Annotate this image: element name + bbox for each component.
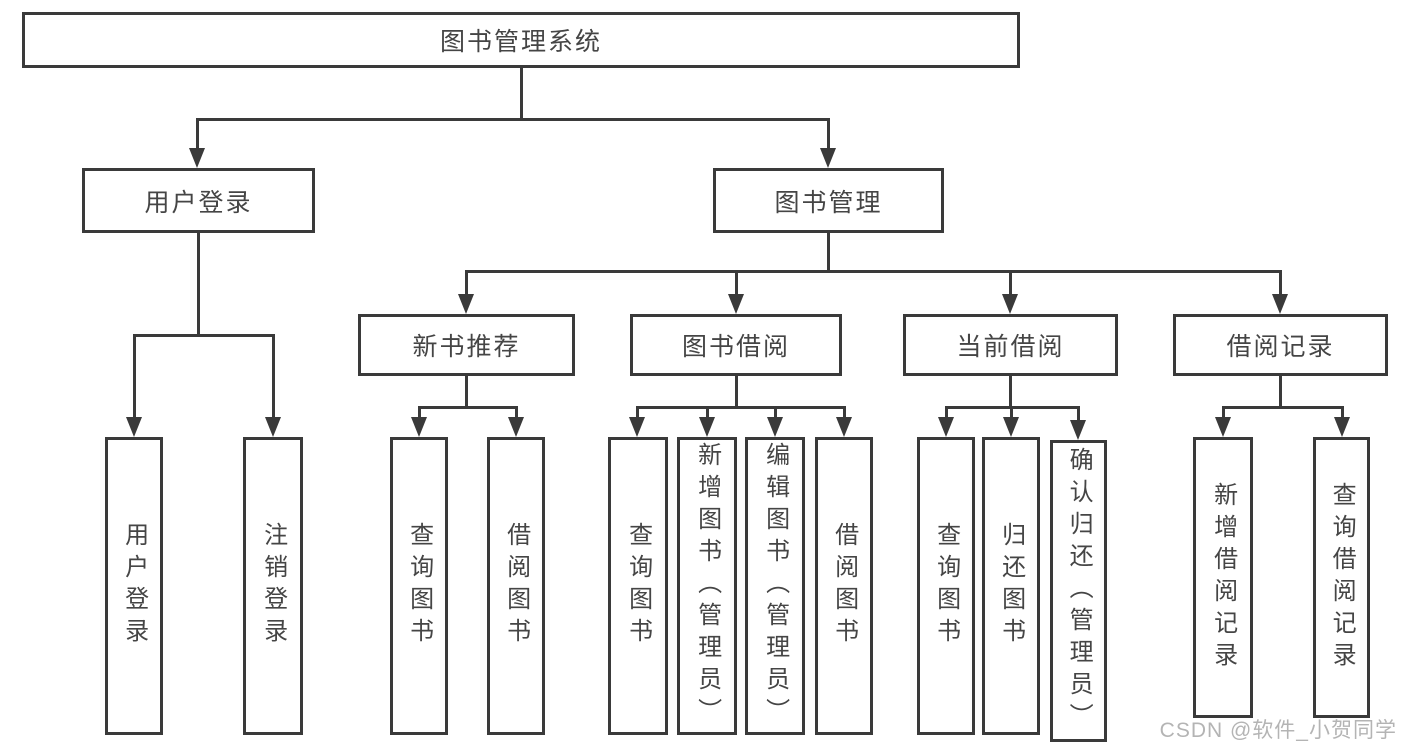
arrow-down-icon: [508, 417, 524, 437]
connector-line: [272, 334, 275, 421]
arrow-down-icon: [836, 417, 852, 437]
leaf-user-login: 用户登录: [105, 437, 163, 735]
node-label: 图书管理系统: [439, 28, 602, 56]
node-label: 新增图书（管理员）: [693, 442, 721, 730]
arrow-down-icon: [458, 294, 474, 314]
node-label: 借阅图书: [830, 522, 858, 650]
node-label: 查询图书: [932, 522, 960, 650]
node-label: 注销登录: [259, 522, 287, 650]
connector-line: [636, 406, 846, 409]
connector-line: [843, 406, 846, 421]
connector-line: [196, 118, 199, 152]
node-book-management: 图书管理: [713, 168, 944, 233]
connector-line: [1279, 270, 1282, 298]
leaf-query-books-borrow: 查询图书: [608, 437, 668, 735]
arrow-down-icon: [1070, 420, 1086, 440]
node-label: 确认归还（管理员）: [1065, 447, 1093, 735]
node-label: 归还图书: [997, 522, 1025, 650]
leaf-edit-books-admin: 编辑图书（管理员）: [745, 437, 805, 735]
arrow-down-icon: [629, 417, 645, 437]
arrow-down-icon: [1215, 417, 1231, 437]
arrow-down-icon: [189, 148, 205, 168]
connector-line: [735, 376, 738, 408]
leaf-query-books-current: 查询图书: [917, 437, 975, 735]
connector-line: [133, 334, 136, 421]
connector-line: [706, 406, 709, 421]
leaf-logout: 注销登录: [243, 437, 303, 735]
arrow-down-icon: [126, 417, 142, 437]
node-new-book-recommendation: 新书推荐: [358, 314, 575, 376]
connector-line: [1341, 406, 1344, 421]
arrow-down-icon: [1334, 417, 1350, 437]
node-label: 当前借阅: [956, 333, 1065, 361]
node-label: 图书管理: [774, 188, 883, 217]
connector-line: [735, 270, 738, 298]
leaf-return-books: 归还图书: [982, 437, 1040, 735]
arrow-down-icon: [265, 417, 281, 437]
node-label: 借阅记录: [1226, 333, 1335, 361]
node-library-management-system: 图书管理系统: [22, 12, 1020, 68]
connector-line: [945, 406, 948, 421]
connector-line: [1009, 270, 1012, 298]
arrow-down-icon: [1002, 294, 1018, 314]
leaf-query-borrow-record: 查询借阅记录: [1313, 437, 1370, 718]
arrow-down-icon: [820, 148, 836, 168]
connector-line: [1222, 406, 1344, 409]
node-label: 图书借阅: [681, 333, 790, 361]
node-current-borrowing: 当前借阅: [903, 314, 1118, 376]
arrow-down-icon: [938, 417, 954, 437]
connector-line: [827, 118, 830, 152]
node-label: 编辑图书（管理员）: [761, 442, 789, 730]
leaf-query-books-recommend: 查询图书: [390, 437, 448, 735]
connector-line: [1279, 376, 1282, 408]
arrow-down-icon: [699, 417, 715, 437]
arrow-down-icon: [767, 417, 783, 437]
leaf-borrow-books: 借阅图书: [815, 437, 873, 735]
leaf-borrow-books-recommend: 借阅图书: [487, 437, 545, 735]
connector-line: [774, 406, 777, 421]
connector-line: [418, 406, 518, 409]
connector-line: [465, 270, 468, 298]
connector-line: [520, 68, 523, 120]
node-user-login: 用户登录: [82, 168, 315, 233]
connector-line: [1010, 406, 1013, 421]
connector-line: [418, 406, 421, 421]
node-label: 查询图书: [405, 522, 433, 650]
connector-line: [196, 118, 830, 121]
leaf-add-borrow-record: 新增借阅记录: [1193, 437, 1253, 718]
connector-line: [1077, 406, 1080, 424]
node-borrowing-records: 借阅记录: [1173, 314, 1388, 376]
connector-line: [465, 270, 1282, 273]
leaf-add-books-admin: 新增图书（管理员）: [677, 437, 737, 735]
connector-line: [636, 406, 639, 421]
connector-line: [827, 233, 830, 272]
arrow-down-icon: [1003, 417, 1019, 437]
connector-line: [1222, 406, 1225, 421]
node-label: 查询借阅记录: [1328, 481, 1356, 674]
arrow-down-icon: [1272, 294, 1288, 314]
arrow-down-icon: [411, 417, 427, 437]
leaf-confirm-return-admin: 确认归还（管理员）: [1050, 440, 1107, 742]
connector-line: [1009, 376, 1012, 408]
node-label: 新书推荐: [412, 333, 521, 361]
node-label: 借阅图书: [502, 522, 530, 650]
node-label: 用户登录: [120, 522, 148, 650]
node-book-borrowing: 图书借阅: [630, 314, 842, 376]
node-label: 用户登录: [144, 188, 253, 217]
arrow-down-icon: [728, 294, 744, 314]
node-label: 查询图书: [624, 522, 652, 650]
connector-line: [133, 334, 275, 337]
node-label: 新增借阅记录: [1209, 481, 1237, 674]
connector-line: [197, 233, 200, 336]
csdn-watermark: CSDN @软件_小贺同学: [1159, 719, 1397, 742]
connector-line: [515, 406, 518, 421]
connector-line: [465, 376, 468, 408]
